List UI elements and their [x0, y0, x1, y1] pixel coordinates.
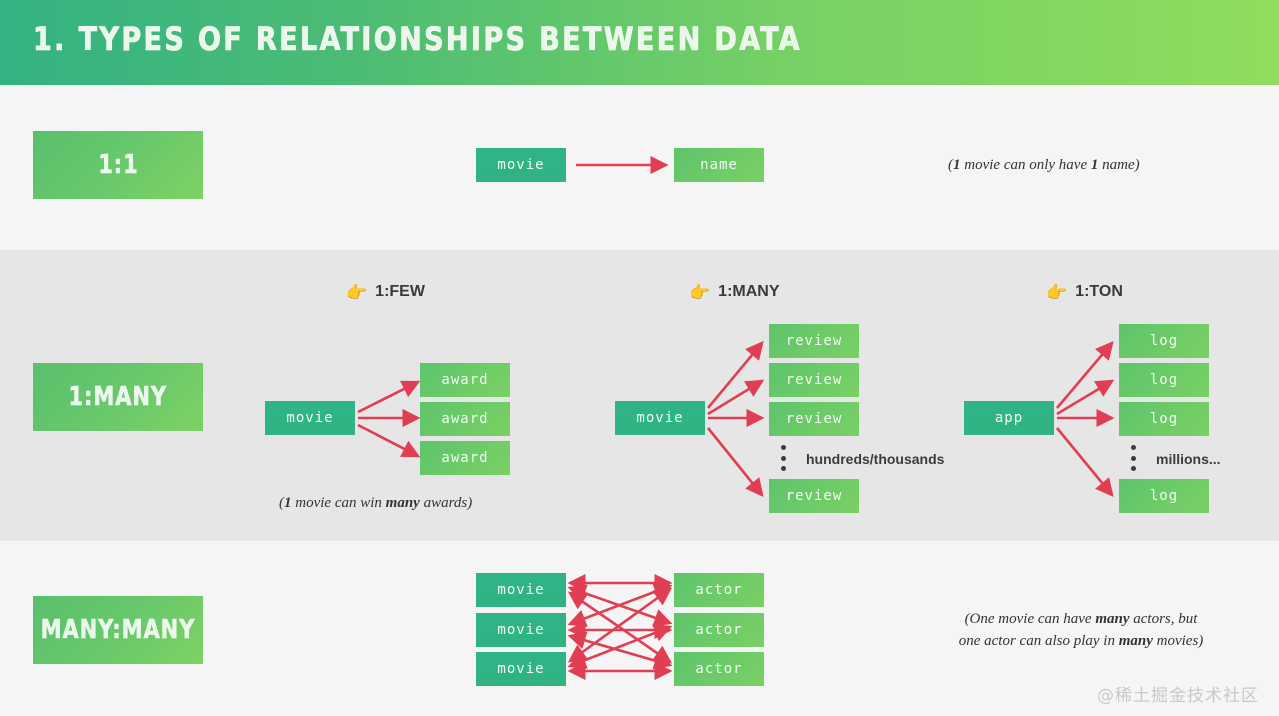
entity-box-movie[interactable]: movie	[476, 573, 566, 607]
ellipsis-caption-logs: millions...	[1156, 451, 1221, 467]
page-title: 1. Types of relationships between data	[33, 20, 802, 59]
note-text: name)	[1098, 157, 1140, 173]
note-many-to-many: (One movie can have many actors, but one…	[936, 609, 1226, 653]
entity-box-movie[interactable]: movie	[476, 652, 566, 686]
note-text: movie can win	[291, 495, 386, 511]
note-line-2: one actor can also play in many movies)	[936, 631, 1226, 653]
ellipsis-caption-reviews: hundreds/thousands	[806, 451, 945, 467]
group-heading-label: 1:MANY	[718, 283, 780, 300]
note-one-to-few: (1 movie can win many awards)	[279, 495, 472, 512]
entity-box-app[interactable]: app	[964, 401, 1054, 435]
note-text: (	[279, 495, 284, 511]
entity-box-log[interactable]: log	[1119, 402, 1209, 436]
note-emphasis: 1	[284, 495, 292, 511]
entity-box-review[interactable]: review	[769, 363, 859, 397]
entity-box-log[interactable]: log	[1119, 479, 1209, 513]
entity-label: app	[994, 410, 1024, 426]
note-emphasis: 1	[1090, 157, 1099, 173]
entity-box-log[interactable]: log	[1119, 324, 1209, 358]
entity-label: movie	[636, 410, 684, 426]
category-label-text: MANY:MANY	[40, 615, 196, 646]
entity-label: actor	[695, 661, 743, 677]
entity-label: review	[785, 372, 843, 388]
entity-label: review	[785, 333, 843, 349]
vertical-ellipsis-icon	[781, 445, 786, 471]
note-emphasis: many	[385, 495, 420, 511]
note-one-to-one: (1 movie can only have 1 name)	[948, 157, 1140, 174]
note-line-1: (One movie can have many actors, but	[936, 609, 1226, 631]
entity-box-review[interactable]: review	[769, 479, 859, 513]
entity-label: log	[1149, 488, 1179, 504]
note-text: movie can only have	[960, 157, 1091, 173]
group-heading-label: 1:TON	[1075, 283, 1123, 300]
entity-box-name[interactable]: name	[674, 148, 764, 182]
entity-box-movie[interactable]: movie	[265, 401, 355, 435]
note-emphasis: 1	[953, 157, 961, 173]
entity-box-log[interactable]: log	[1119, 363, 1209, 397]
group-heading-label: 1:FEW	[375, 283, 425, 300]
note-text: (	[948, 157, 953, 173]
category-label-one-to-many: 1:MANY	[33, 363, 203, 431]
entity-box-review[interactable]: review	[769, 402, 859, 436]
category-label-text: 1:MANY	[68, 382, 168, 413]
entity-box-award[interactable]: award	[420, 363, 510, 397]
slide-header: 1. Types of relationships between data	[0, 0, 1279, 85]
pointing-right-icon: 👉	[1046, 282, 1068, 302]
entity-box-award[interactable]: award	[420, 441, 510, 475]
entity-label: award	[441, 372, 489, 388]
note-text: awards)	[419, 495, 473, 511]
entity-label: name	[700, 157, 738, 173]
entity-box-award[interactable]: award	[420, 402, 510, 436]
entity-box-actor[interactable]: actor	[674, 613, 764, 647]
category-label-one-to-one: 1:1	[33, 131, 203, 199]
note-text: actors, but	[1129, 611, 1198, 627]
entity-label: actor	[695, 622, 743, 638]
entity-label: review	[785, 488, 843, 504]
note-text: one actor can also play in	[958, 632, 1119, 649]
entity-label: movie	[497, 582, 545, 598]
entity-label: movie	[497, 661, 545, 677]
watermark: @稀土掘金技术社区	[1097, 686, 1259, 706]
pointing-right-icon: 👉	[346, 282, 368, 302]
entity-label: movie	[497, 157, 545, 173]
group-heading-one-to-few: 👉 1:FEW	[346, 283, 425, 301]
entity-box-movie[interactable]: movie	[476, 613, 566, 647]
entity-label: award	[441, 411, 489, 427]
entity-box-actor[interactable]: actor	[674, 573, 764, 607]
entity-box-actor[interactable]: actor	[674, 652, 764, 686]
note-text: movies)	[1152, 632, 1204, 649]
entity-box-movie[interactable]: movie	[615, 401, 705, 435]
entity-label: review	[785, 411, 843, 427]
note-emphasis: many	[1095, 611, 1130, 627]
entity-label: log	[1149, 333, 1179, 349]
entity-box-movie[interactable]: movie	[476, 148, 566, 182]
entity-box-review[interactable]: review	[769, 324, 859, 358]
group-heading-one-to-ton: 👉 1:TON	[1046, 283, 1123, 301]
category-label-many-to-many: MANY:MANY	[33, 596, 203, 664]
note-emphasis: many	[1118, 632, 1153, 649]
entity-label: log	[1149, 372, 1179, 388]
pointing-right-icon: 👉	[689, 282, 711, 302]
note-text: (One movie can have	[964, 611, 1096, 627]
entity-label: movie	[497, 622, 545, 638]
vertical-ellipsis-icon	[1131, 445, 1136, 471]
entity-label: award	[441, 450, 489, 466]
entity-label: actor	[695, 582, 743, 598]
category-label-text: 1:1	[97, 150, 139, 181]
entity-label: log	[1149, 411, 1179, 427]
group-heading-one-to-many: 👉 1:MANY	[689, 283, 780, 301]
entity-label: movie	[286, 410, 334, 426]
